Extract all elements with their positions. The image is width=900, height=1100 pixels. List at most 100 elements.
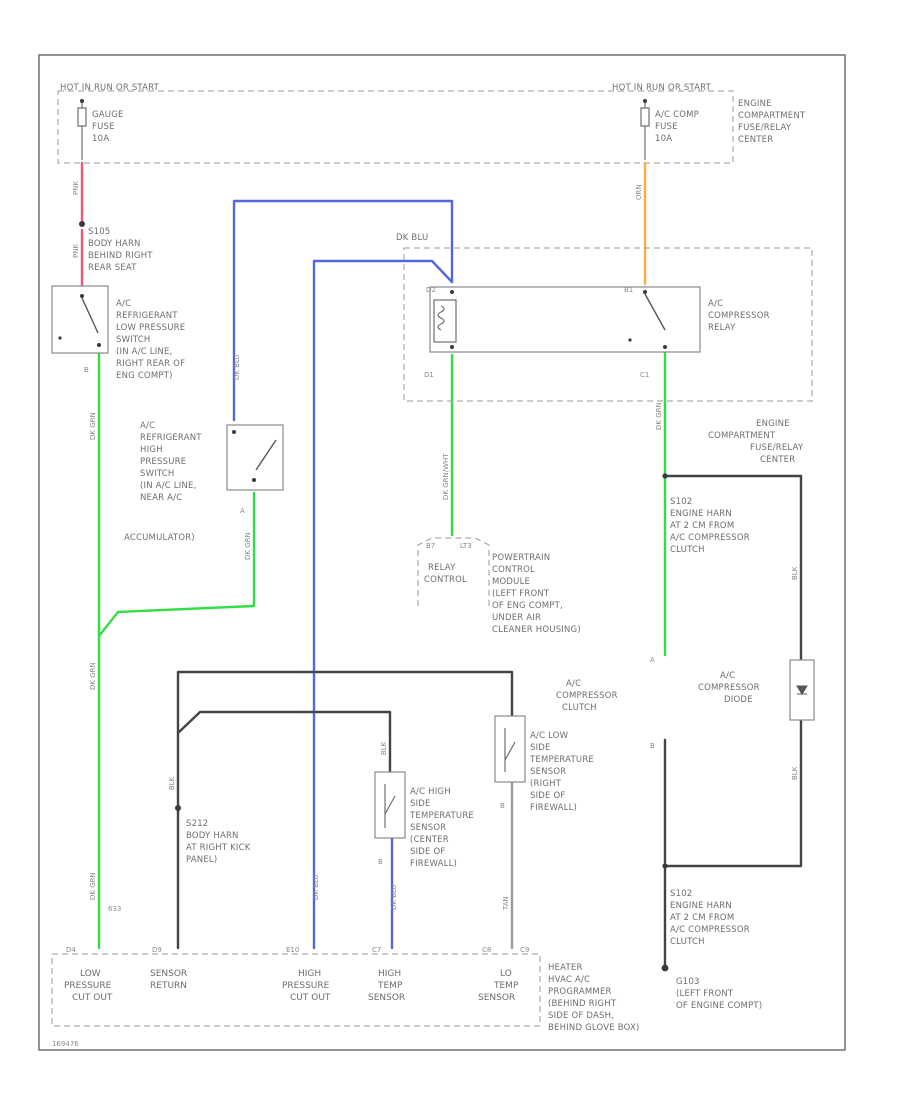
ac-comp-fuse-line3: 10A: [655, 134, 672, 144]
s105-line1: S105: [88, 227, 110, 237]
gauge-fuse-line1: GAUGE: [92, 110, 124, 120]
mi2-l1: HIGH: [298, 969, 321, 979]
fc2-line2: COMPARTMENT: [708, 431, 776, 441]
pcm-name-line7: CLEANER HOUSING): [492, 625, 581, 635]
wire-code-blk-d: BLK: [380, 741, 388, 755]
module-name-line1: HEATER: [548, 963, 583, 973]
wire-num-left: 633: [108, 905, 121, 913]
wire-code-blue-c: DK BLU: [390, 884, 398, 910]
ac-compressor-clutch: A A/C COMPRESSOR CLUTCH B: [556, 656, 655, 750]
high-temp-line4: SENSOR: [410, 823, 446, 833]
low-pressure-switch: [51, 285, 109, 354]
pcm-name-line2: CONTROL: [492, 565, 535, 575]
fc2-line1: ENGINE: [756, 419, 790, 429]
low-switch-line7: ENG COMPT): [116, 371, 173, 381]
mi4-l3: SENSOR: [478, 993, 515, 1003]
s102-bot-line1: S102: [670, 889, 692, 899]
mi3-l3: SENSOR: [368, 993, 405, 1003]
relay-outline: [403, 247, 813, 402]
fc2-line4: CENTER: [760, 455, 795, 465]
high-temp-pin: B: [378, 858, 383, 866]
fuse-block-outline: [57, 90, 734, 164]
module-name-line3: PROGRAMMER: [548, 987, 612, 997]
relay-pin-b1: B1: [624, 286, 633, 294]
s102-bot-line2: ENGINE HARN: [670, 901, 732, 911]
module-input-sensor-return: SENSOR RETURN: [150, 969, 187, 991]
module-input-high-temp: HIGH TEMP SENSOR: [368, 969, 405, 1003]
high-switch-line8: ACCUMULATOR): [124, 533, 195, 543]
clutch-pin-b: B: [650, 742, 655, 750]
power-label-right: HOT IN RUN OR START: [612, 83, 712, 93]
wire-code-grn-pcm: DK GRN/WHT: [442, 453, 450, 500]
mi2-l3: CUT OUT: [290, 993, 331, 1003]
wire-code-green-a: DK GRN: [89, 412, 97, 440]
diagram-frame: [38, 54, 846, 1051]
splice-s212-dot: [175, 805, 181, 811]
module-name-line2: HVAC A/C: [548, 975, 590, 985]
high-switch-label: A/C REFRIGERANT HIGH PRESSURE SWITCH (IN…: [124, 421, 202, 543]
wire-blue-highswitch: [232, 199, 454, 422]
s102-bot-line5: CLUTCH: [670, 937, 705, 947]
module-pin-2: D9: [152, 946, 162, 954]
splice-s102-top-dot: [662, 473, 668, 479]
module-name-line4: (BEHIND RIGHT: [548, 999, 617, 1009]
high-side-temp-sensor: A/C HIGH SIDE TEMPERATURE SENSOR (CENTER…: [374, 771, 474, 869]
module-name-line5: SIDE OF DASH,: [548, 1011, 614, 1021]
pcm-name: POWERTRAIN CONTROL MODULE (LEFT FRONT OF…: [492, 553, 581, 635]
module-pin-5: C8: [482, 946, 491, 954]
pcm-name-line3: MODULE: [492, 577, 530, 587]
low-switch-line1: A/C: [116, 299, 131, 309]
relay-pin-c1: C1: [640, 371, 649, 379]
g103-line1: G103: [676, 977, 700, 987]
mi0-l1: LOW: [80, 969, 101, 979]
module-pins: D4 D9 E10 C7 C8 C9: [66, 946, 529, 954]
low-side-temp-sensor: A/C LOW SIDE TEMPERATURE SENSOR (RIGHT S…: [494, 715, 594, 813]
s102-bot-line4: A/C COMPRESSOR: [670, 925, 750, 935]
high-switch-line6: (IN A/C LINE,: [140, 481, 196, 491]
low-switch-pin: B: [84, 366, 89, 374]
module-input-low-pressure: LOW PRESSURE CUT OUT: [64, 969, 113, 1003]
s212-line4: PANEL): [186, 855, 217, 865]
hvac-programmer-name: HEATER HVAC A/C PROGRAMMER (BEHIND RIGHT…: [548, 963, 639, 1033]
wire-code-tan-a: TAN: [502, 896, 510, 911]
s105-line3: BEHIND RIGHT: [88, 251, 153, 261]
pcm-label-line1: RELAY: [428, 563, 456, 573]
wire-code-orange: ORN: [635, 184, 643, 200]
low-temp-line3: TEMPERATURE: [529, 755, 594, 765]
fuse-center-line1: ENGINE: [738, 99, 772, 109]
fuse-center-2-label: ENGINE COMPARTMENT FUSE/RELAY CENTER: [708, 419, 804, 465]
relay-name-line3: RELAY: [708, 323, 736, 333]
s212-label: S212 BODY HARN AT RIGHT KICK PANEL): [186, 819, 251, 865]
high-switch-line2: REFRIGERANT: [140, 433, 202, 443]
gauge-fuse: GAUGE FUSE 10A: [77, 99, 124, 160]
gauge-fuse-line3: 10A: [92, 134, 109, 144]
s212-line3: AT RIGHT KICK: [186, 843, 251, 853]
wire-code-green-d: DK GRN: [244, 532, 252, 560]
pcm-pin-lt3: LT3: [460, 542, 472, 550]
s102-top-line2: ENGINE HARN: [670, 509, 732, 519]
diode-line2: COMPRESSOR: [698, 683, 760, 693]
clutch-pin-a: A: [650, 656, 655, 664]
gauge-fuse-line2: FUSE: [92, 122, 115, 132]
s102-top-label: S102 ENGINE HARN AT 2 CM FROM A/C COMPRE…: [670, 497, 750, 555]
high-switch-pin: A: [240, 507, 245, 515]
low-switch-label: A/C REFRIGERANT LOW PRESSURE SWITCH (IN …: [116, 299, 185, 381]
high-temp-line7: FIREWALL): [410, 859, 457, 869]
low-temp-line1: A/C LOW: [530, 731, 569, 741]
high-temp-line2: SIDE: [410, 799, 431, 809]
high-switch-line5: SWITCH: [140, 469, 175, 479]
mi1-l1: SENSOR: [150, 969, 187, 979]
low-switch-line6: RIGHT REAR OF: [116, 359, 185, 369]
fuse-center-label: ENGINE COMPARTMENT FUSE/RELAY CENTER: [738, 99, 806, 145]
clutch-name-line1: A/C: [566, 679, 581, 689]
low-switch-line5: (IN A/C LINE,: [116, 347, 172, 357]
low-temp-line7: FIREWALL): [530, 803, 577, 813]
s102-top-line1: S102: [670, 497, 692, 507]
mi1-l2: RETURN: [150, 981, 187, 991]
s102-top-line3: AT 2 CM FROM: [670, 521, 734, 531]
high-pressure-switch: [226, 424, 284, 491]
low-switch-line4: SWITCH: [116, 335, 151, 345]
high-switch-line3: HIGH: [140, 445, 163, 455]
fc2-line3: FUSE/RELAY: [750, 443, 804, 453]
s102-bot-label: S102 ENGINE HARN AT 2 CM FROM A/C COMPRE…: [670, 889, 750, 947]
